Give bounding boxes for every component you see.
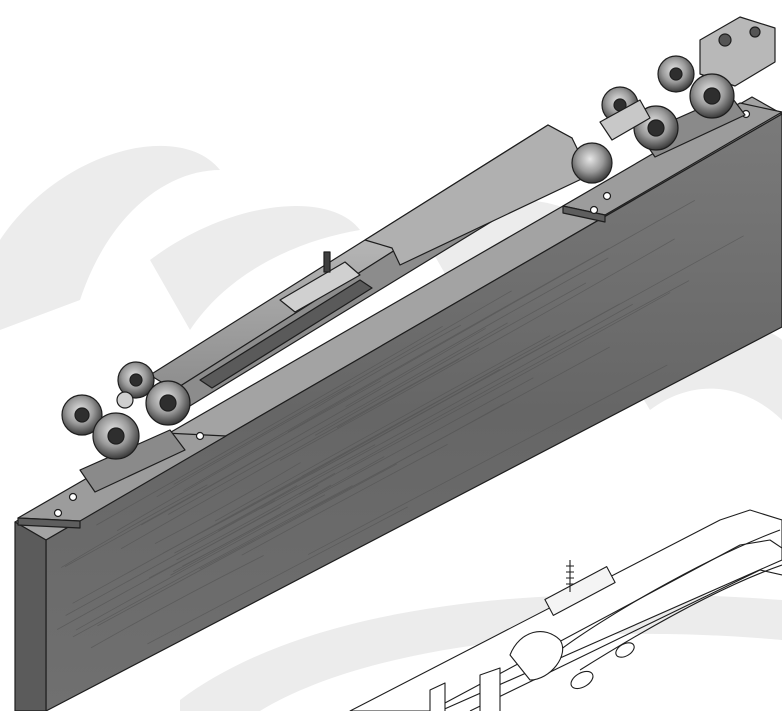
wood-grain-line (241, 444, 448, 556)
wood-grain-line (120, 347, 479, 550)
detail-plate (544, 566, 616, 616)
left-trolley-bracket (79, 429, 186, 493)
wood-grain-line (176, 472, 336, 561)
wood-grain-line (90, 555, 264, 649)
wood-grain-line (116, 380, 382, 532)
wood-grain-line (336, 358, 460, 429)
adjust-nut (116, 391, 134, 409)
wood-grain (57, 200, 744, 649)
wood-grain-line (345, 257, 609, 408)
wood-grain-line (167, 322, 508, 515)
wood-grain-line (307, 364, 668, 555)
right-roller-trolley (599, 16, 776, 158)
wood-grain-line (287, 200, 695, 433)
wood-grain-line (96, 325, 443, 526)
wood-grain-line (156, 385, 351, 498)
damper-detail-inset (349, 509, 782, 711)
wood-grain-line (260, 303, 633, 510)
wood-grain-line (346, 292, 671, 470)
wood-grain-line (174, 485, 298, 554)
wood-grain-line (72, 364, 505, 604)
wood-grain-line (214, 335, 551, 522)
wood-grain-line (218, 444, 376, 532)
door-end-face (14, 521, 47, 711)
wood-grain-line (173, 290, 512, 485)
wood-grain-line (339, 235, 744, 459)
catch-latch (599, 99, 651, 141)
wood-grain-line (183, 247, 610, 492)
wood-grain-line (299, 280, 690, 495)
wood-grain-line (61, 484, 208, 568)
left-roller-trolley (61, 361, 191, 493)
soft-close-damper (149, 124, 613, 413)
wood-grain-line (314, 324, 462, 410)
damper-slot (199, 279, 373, 389)
wood-grain-line (75, 494, 326, 631)
wood-grain-line (141, 451, 271, 526)
wood-grain-line (57, 506, 281, 630)
damper-end-gear (571, 142, 613, 184)
damper-lever (279, 261, 361, 313)
wood-grain-line (279, 238, 675, 461)
wood-grain-line (154, 462, 301, 544)
wood-grain-line (147, 506, 408, 645)
wood-grain-line (65, 499, 276, 616)
wood-grain-line (199, 346, 610, 570)
wood-grain-line (97, 463, 397, 627)
wood-grain-line (72, 485, 353, 638)
wood-grain-line (315, 282, 587, 436)
wood-grain-line (64, 328, 486, 567)
damper-pin (323, 251, 331, 273)
wood-grain-line (182, 484, 332, 567)
